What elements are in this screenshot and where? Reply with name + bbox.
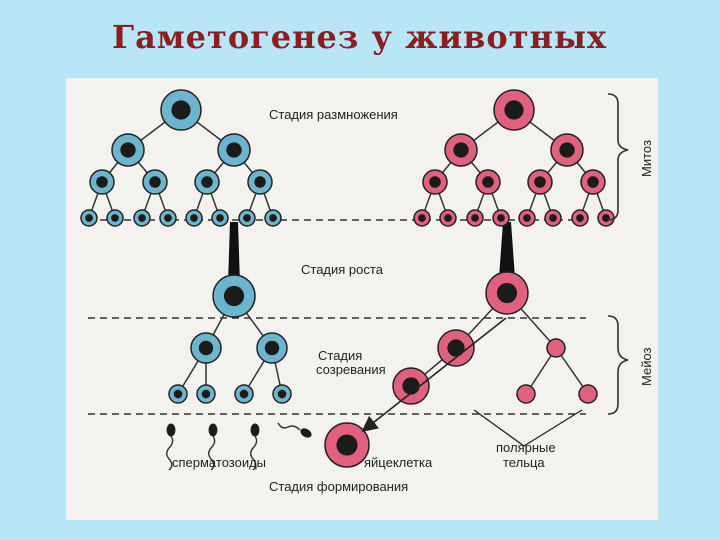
polar-body (516, 384, 536, 404)
sperm-cell (166, 423, 176, 471)
diagram-canvas: Стадия размножения Стадия роста Стадия с… (80, 89, 654, 494)
polar-bodies-label-1: полярные (496, 440, 556, 455)
female-maturation-cell (437, 329, 475, 367)
female-cell-l3 (571, 209, 589, 227)
female-cell-l3 (466, 209, 484, 227)
female-cell-l1 (550, 133, 584, 167)
polar-body (546, 338, 566, 358)
female-cell-l0 (493, 89, 535, 131)
male-cell-l3 (159, 209, 177, 227)
female-cell-l1 (444, 133, 478, 167)
male-spermatid (168, 384, 188, 404)
male-cell-l3 (211, 209, 229, 227)
sperm-cell (250, 423, 260, 471)
male-cell-l0 (160, 89, 202, 131)
female-cell-l3 (518, 209, 536, 227)
mitosis-label: Митоз (639, 140, 654, 177)
male-cell-l2 (89, 169, 115, 195)
stage-reproduction-label: Стадия размножения (269, 107, 398, 122)
male-cell-l3 (264, 209, 282, 227)
sperm-cell (208, 423, 218, 471)
male-maturation-cell (190, 332, 222, 364)
polar-pointer (523, 409, 583, 447)
female-cell-l3 (492, 209, 510, 227)
sperm-label: сперматозоиды (172, 455, 266, 470)
mitosis-bracket (607, 93, 629, 221)
male-maturation-cell (256, 332, 288, 364)
egg-arrow (361, 317, 507, 432)
female-secondary-cell (392, 367, 430, 405)
male-spermatid (272, 384, 292, 404)
female-cell-l3 (413, 209, 431, 227)
stage-maturation-label-2: созревания (316, 362, 386, 377)
polar-body (578, 384, 598, 404)
female-growth-connector (499, 222, 515, 278)
male-growth-cell (212, 274, 256, 318)
polar-bodies-label-2: тельца (503, 455, 545, 470)
male-spermatid (196, 384, 216, 404)
stage-growth-label: Стадия роста (301, 262, 384, 277)
stage-maturation-label-1: Стадия (318, 348, 362, 363)
growth-connectors (228, 222, 515, 284)
sperm-near-egg (277, 422, 312, 438)
female-cell-l2 (475, 169, 501, 195)
gametogenesis-diagram: Стадия размножения Стадия роста Стадия с… (66, 78, 658, 520)
egg-label: яйцеклетка (364, 455, 433, 470)
slide-title: Гаметогенез у животных (112, 18, 608, 56)
meiosis-label: Мейоз (639, 347, 654, 386)
meiosis-bracket (607, 315, 629, 415)
egg-cell (324, 422, 370, 468)
cells (80, 89, 615, 468)
male-cell-l3 (80, 209, 98, 227)
male-cell-l3 (185, 209, 203, 227)
male-cell-l2 (142, 169, 168, 195)
female-cell-l3 (597, 209, 615, 227)
male-cell-l1 (111, 133, 145, 167)
female-growth-cell (485, 271, 529, 315)
male-cell-l2 (194, 169, 220, 195)
stage-formation-label: Стадия формирования (269, 479, 408, 494)
male-cell-l2 (247, 169, 273, 195)
male-spermatid (234, 384, 254, 404)
male-cell-l3 (133, 209, 151, 227)
male-cell-l1 (217, 133, 251, 167)
female-cell-l2 (527, 169, 553, 195)
extras (166, 317, 583, 471)
female-cell-l2 (422, 169, 448, 195)
female-cell-l3 (544, 209, 562, 227)
female-cell-l3 (439, 209, 457, 227)
male-cell-l3 (106, 209, 124, 227)
male-cell-l3 (238, 209, 256, 227)
polar-pointer (473, 409, 525, 447)
female-cell-l2 (580, 169, 606, 195)
male-growth-connector (228, 222, 240, 284)
